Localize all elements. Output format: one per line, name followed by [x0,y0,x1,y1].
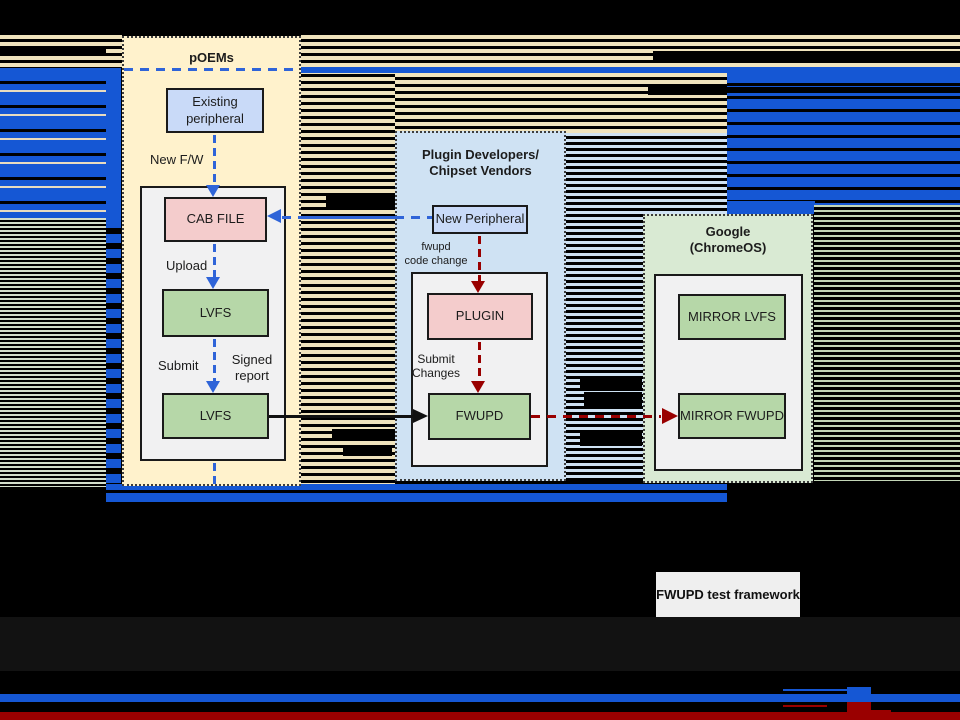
label-upload: Upload [166,258,208,273]
glitch-black-bar [648,86,727,95]
label-new-fw: New F/W [150,152,204,167]
node-fwupd-label: FWUPD [455,408,504,424]
arrow-lvfs-to-lvfs [213,339,216,381]
node-new-peripheral-label: New Peripheral [435,211,525,227]
group-plugin-title: Plugin Developers/ Chipset Vendors [395,147,566,180]
node-existing-peripheral: Existing peripheral [166,88,264,133]
node-cab-file-label: CAB FILE [186,211,245,227]
arrow-plugin-to-fwupd [478,342,481,382]
glitch-black-bar [580,379,642,390]
label-submit-changes: Submit Changes [411,352,461,381]
label-signed-report: Signed report [231,352,273,383]
label-fwupd-code-change: fwupd code change [398,241,474,269]
group-plugin-title-line1: Plugin Developers/ [421,147,540,162]
arrow-plugin-to-fwupd-head [471,381,485,393]
node-mirror-fwupd: MIRROR FWUPD [678,393,786,439]
glitch-black-bar [653,51,960,60]
arrow-lvfs-to-fwupd-line [269,415,414,418]
arrow-peripheral-to-cab-head [267,209,281,223]
arrow-peripheral-to-cab-solid [301,216,395,219]
arrow-poems-exit [213,463,216,486]
node-lvfs-upper-label: LVFS [199,304,232,320]
glitch-blue-tail [723,201,815,214]
label-submit: Submit [158,358,199,373]
glitch-green-stripes-right [814,205,960,481]
arrow-fwupd-to-mirror-head [662,408,678,424]
node-cab-file: CAB FILE [164,197,267,242]
node-existing-peripheral-label: Existing peripheral [186,94,244,126]
node-lvfs-lower: LVFS [162,393,269,439]
glitch-blue-line-small [783,689,847,691]
glitch-stripe-mid-right [395,73,727,133]
label-fwupd-code-change-line1: fwupd [421,241,451,253]
glitch-blue-bar-lower [106,493,727,502]
arrow-lvfs-to-lvfs-head [206,381,220,393]
node-plugin: PLUGIN [427,293,533,340]
arrow-lvfs-to-fwupd-head [413,409,428,423]
arrow-cab-to-lvfs-head [206,277,220,289]
arrow-cab-to-lvfs [213,244,216,278]
glitch-stripe-mid-left [301,35,395,485]
glitch-blue-row-right [727,67,960,76]
glitch-gray-band [0,617,960,671]
arrow-existing-to-cab-head [206,185,220,197]
poems-divider-dashed-line [124,68,299,71]
glitch-black-bar [584,392,642,406]
node-fwupd: FWUPD [428,393,531,440]
glitch-black-band-left [0,47,106,56]
fwupd-test-framework-box: FWUPD test framework [656,572,800,617]
arrow-existing-to-cab [213,135,216,185]
fwupd-test-framework-label: FWUPD test framework [656,587,800,602]
arrow-peripheral-to-cab-dash1 [282,216,301,219]
glitch-black-bar [332,429,397,441]
arrow-peripheral-to-plugin-head [471,281,485,293]
node-new-peripheral: New Peripheral [432,205,528,234]
label-fwupd-code-change-line2: code change [404,254,468,267]
group-google-title: Google (ChromeOS) [643,224,813,257]
arrow-fwupd-to-mirror-line [531,415,661,418]
node-mirror-lvfs-label: MIRROR LVFS [688,308,776,324]
glitch-blue-column [106,68,121,219]
arrow-peripheral-to-cab-dash2 [395,216,432,219]
glitch-black-bar [326,196,396,207]
node-mirror-fwupd-label: MIRROR FWUPD [680,407,784,423]
group-google-title-line2: (ChromeOS) [689,240,767,256]
glitch-red-bar-bottom [0,712,960,720]
glitch-black-bar [727,87,960,93]
node-mirror-lvfs: MIRROR LVFS [678,294,786,340]
group-plugin-title-line2: Chipset Vendors [429,163,532,179]
glitch-blue-stripes-right [727,73,960,205]
glitch-blue-band-left [0,68,106,218]
node-lvfs-upper: LVFS [162,289,269,337]
node-lvfs-lower-label: LVFS [199,407,232,423]
glitch-blue-dashed-column [106,219,121,487]
glitch-red-line-small [783,705,827,707]
glitch-blue-row [301,67,960,73]
glitch-black-bar [343,446,392,456]
arrow-peripheral-to-plugin [478,236,481,282]
glitch-pale-stripes-left [0,218,106,487]
glitch-blue-bar-upper [106,484,727,490]
node-plugin-label: PLUGIN [455,308,505,324]
glitch-black-bar [580,432,642,446]
glitch-blue-bar-bottom [0,694,960,702]
group-poems-title: pOEMs [189,50,234,65]
group-google-title-line1: Google [705,224,751,239]
